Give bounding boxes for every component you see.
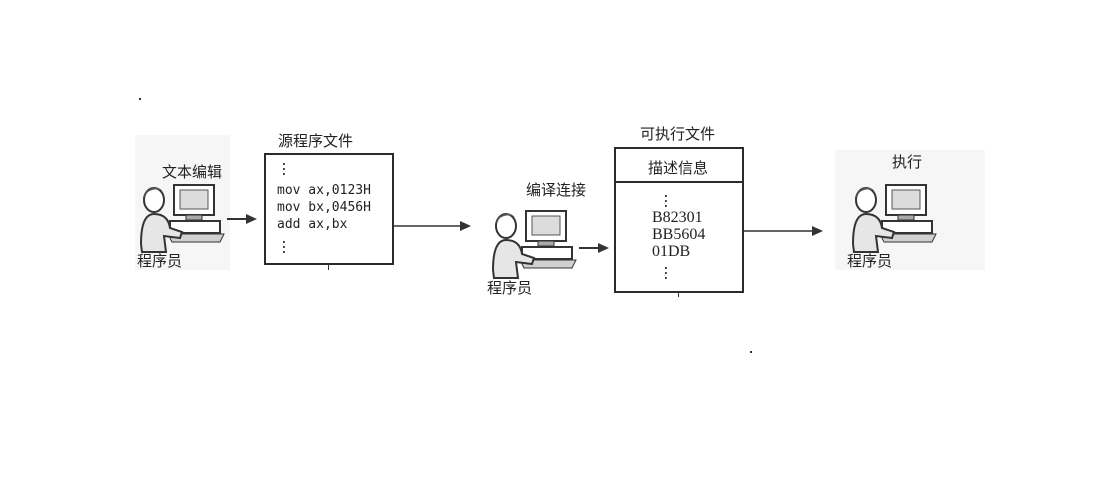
tick-mark [328,264,329,270]
exec-file-header-row: 描述信息 [616,149,742,183]
source-code-line-3: add ax,bx [277,217,348,232]
exec-file-box: 描述信息 . . . B82301 BB5604 01DB . . . [614,147,744,293]
source-file-title: 源程序文件 [278,132,354,150]
edit-stage-person-label: 程序员 [137,252,183,270]
programmer-at-computer-icon [491,210,577,279]
tick-mark [678,292,679,297]
programmer-at-computer-icon [139,184,225,253]
run-stage-person-label: 程序员 [847,252,893,270]
vertical-ellipsis-icon: . . . [662,186,670,211]
vertical-ellipsis-icon: . . . [280,154,288,179]
run-stage-label: 执行 [892,153,923,171]
exec-file-title: 可执行文件 [640,125,716,143]
compile-stage-label: 编译连接 [526,181,587,199]
machine-code-line-1: B82301 [652,209,703,226]
machine-code-line-2: BB5604 [652,226,706,243]
source-code-line-2: mov bx,0456H [277,200,371,215]
source-file-box: . . . mov ax,0123H mov bx,0456H add ax,b… [264,153,394,265]
machine-code-line-3: 01DB [652,243,691,260]
compile-stage-person-label: 程序员 [487,279,533,297]
source-code-line-1: mov ax,0123H [277,183,371,198]
vertical-ellipsis-icon: . . . [662,258,670,283]
speck [750,351,752,353]
arrow-right-icon [579,243,609,253]
arrow-right-icon [393,221,471,231]
edit-stage-label: 文本编辑 [162,163,223,181]
arrow-right-icon [227,214,257,224]
speck [139,98,141,100]
exec-file-header: 描述信息 [648,159,709,177]
arrow-right-icon [743,226,823,236]
programmer-at-computer-icon [851,184,937,253]
vertical-ellipsis-icon: . . . [280,232,288,257]
